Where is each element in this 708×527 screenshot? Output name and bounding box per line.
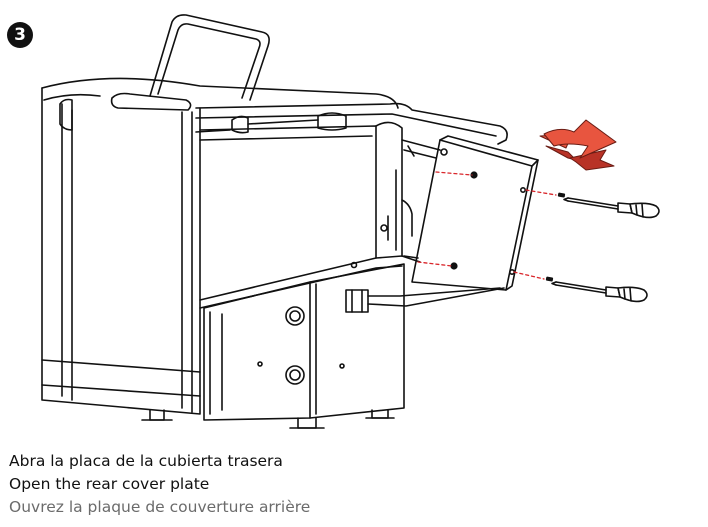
screwdriver-icon [563,197,660,219]
lower-cabinet [141,263,405,429]
screwdriver-icon [551,281,648,303]
rear-cover-plate [411,135,539,291]
instruction-french: Ouvrez la plaque de couverture arrière [9,498,311,516]
lower-bracket [199,255,505,313]
screw-guides [417,171,557,280]
step-number-badge: 3 [7,22,33,48]
instruction-captions: Abra la placa de la cubierta trasera Ope… [9,450,699,519]
instruction-spanish: Abra la placa de la cubierta trasera [9,452,283,470]
instruction-english: Open the rear cover plate [9,475,210,493]
machine-body [41,77,399,415]
screws [545,192,566,282]
display-panel [149,14,270,101]
center-frame [199,121,448,259]
device-illustration [41,14,660,429]
top-deck [195,102,508,145]
direction-arrow-icon [539,119,617,171]
step-number: 3 [14,25,26,45]
